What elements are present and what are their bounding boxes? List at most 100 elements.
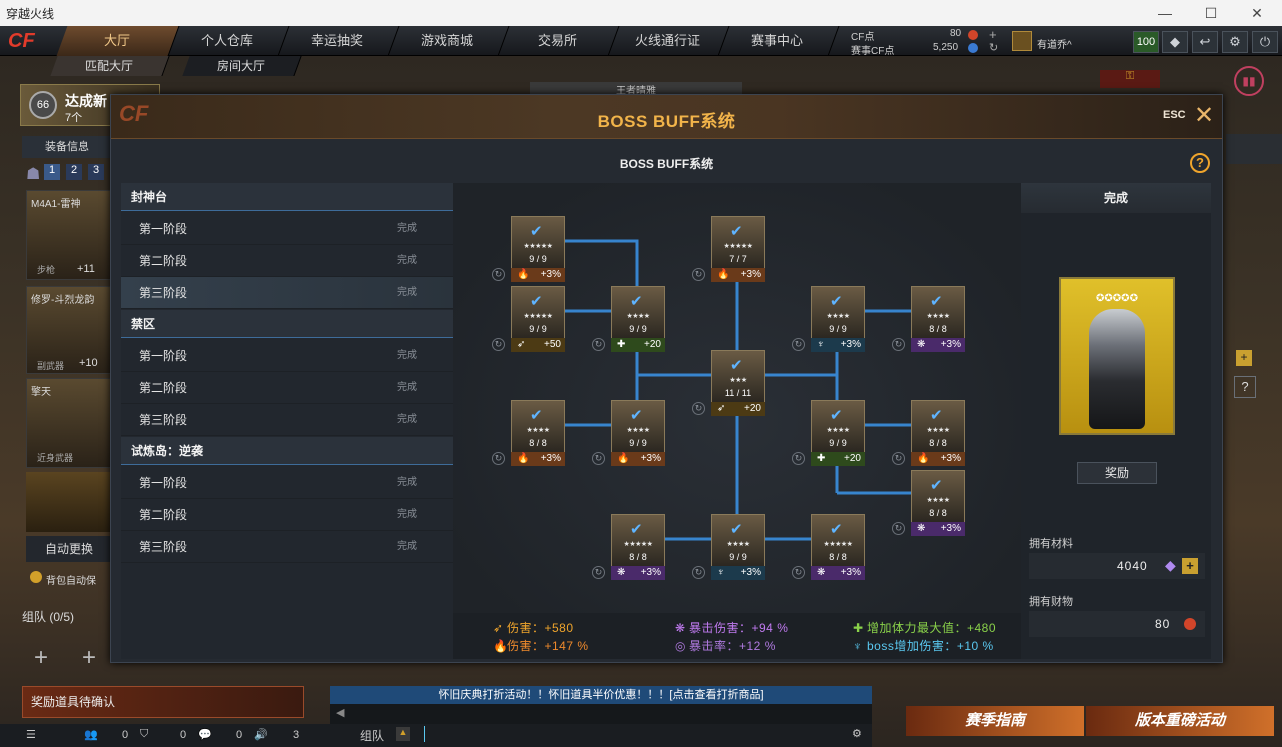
weapon-card[interactable]: 擎天 近身武器 — [26, 378, 112, 468]
key-icon[interactable]: ⚿ — [1100, 70, 1160, 88]
buff-node[interactable]: ✔★★★★9 / 9 — [611, 286, 665, 340]
buff-node[interactable]: ✔★★★★★8 / 8 — [811, 514, 865, 568]
window-close-button[interactable]: ✕ — [1251, 5, 1263, 21]
buff-node[interactable]: ✔★★★★9 / 9 — [611, 400, 665, 454]
add-member-button[interactable]: + — [34, 644, 49, 671]
tab-lottery[interactable]: 幸运抽奖 — [276, 26, 400, 56]
auto-replace-button[interactable]: 自动更换 — [26, 536, 112, 562]
reset-icon[interactable]: ↻ — [892, 338, 905, 351]
buff-node[interactable]: ✔★★★★8 / 8 — [911, 400, 965, 454]
username[interactable]: 有道乔^ — [1037, 40, 1072, 51]
buff-node[interactable]: ✔★★★★★9 / 9 — [511, 216, 565, 270]
reset-icon[interactable]: ↻ — [892, 452, 905, 465]
shield-icon[interactable]: ◆ — [1162, 31, 1188, 53]
tab-events[interactable]: 赛事中心 — [716, 26, 840, 56]
power-icon[interactable]: ⏻ — [1252, 31, 1278, 53]
loadout-slot-1[interactable]: 1 — [44, 164, 60, 180]
maximize-button[interactable]: ☐ — [1204, 5, 1218, 21]
channel-dropdown-icon[interactable]: ▲ — [396, 727, 410, 741]
add-materials-button[interactable]: + — [1182, 558, 1198, 574]
reset-icon[interactable]: ↻ — [492, 338, 505, 351]
backpack-toggle[interactable] — [30, 571, 42, 583]
tab-exchange[interactable]: 交易所 — [496, 26, 620, 56]
stage-item[interactable]: 第二阶段完成 — [121, 245, 453, 277]
stage-item[interactable]: 第三阶段完成 — [121, 404, 453, 436]
stage-item[interactable]: 第二阶段完成 — [121, 372, 453, 404]
shield-icon[interactable]: ⛉ — [140, 728, 149, 740]
avatar[interactable] — [1012, 31, 1032, 51]
back-icon[interactable]: ↩ — [1192, 31, 1218, 53]
reset-icon[interactable]: ↻ — [492, 268, 505, 281]
chat-icon[interactable]: 💬 — [198, 729, 212, 741]
stage-item[interactable]: 第一阶段完成 — [121, 213, 453, 245]
item-thumbnail[interactable] — [26, 472, 112, 532]
buff-node[interactable]: ✔★★★★9 / 9 — [811, 286, 865, 340]
add-side-button[interactable]: + — [1236, 350, 1252, 366]
help-side-button[interactable]: ? — [1234, 376, 1256, 398]
settings-icon[interactable]: ⚙ — [852, 728, 862, 740]
group-header[interactable]: 试炼岛：逆袭 — [121, 437, 453, 465]
tab-shop[interactable]: 游戏商城 — [386, 26, 510, 56]
speaker-icon[interactable]: 🔊 — [254, 729, 268, 741]
check-icon: ✔ — [530, 223, 543, 240]
add-member-button[interactable]: + — [82, 644, 97, 671]
buff-node[interactable]: ✔★★★★★7 / 7 — [711, 216, 765, 270]
season-guide-button[interactable]: 赛季指南 — [906, 706, 1084, 736]
side-panel-header — [1226, 134, 1282, 164]
tab-battlepass[interactable]: 火线通行证 — [606, 26, 730, 56]
close-icon[interactable]: ✕ — [1193, 102, 1215, 129]
weapon-card[interactable]: 修罗-斗烈龙韵 副武器 +10 — [26, 286, 112, 374]
stage-item[interactable]: 第一阶段完成 — [121, 340, 453, 372]
reset-icon[interactable]: ↻ — [592, 452, 605, 465]
list-icon[interactable]: ☰ — [26, 729, 36, 741]
loadout-slot-3[interactable]: 3 — [88, 164, 104, 180]
reward-button[interactable]: 奖励 — [1077, 462, 1157, 484]
stage-item[interactable]: 第二阶段完成 — [121, 499, 453, 531]
group-header[interactable]: 封神台 — [121, 183, 453, 211]
buff-node[interactable]: ✔★★★★9 / 9 — [811, 400, 865, 454]
group-header[interactable]: 禁区 — [121, 310, 453, 338]
people-icon[interactable]: 👥 — [84, 729, 98, 741]
buff-node[interactable]: ✔★★★★★9 / 9 — [511, 286, 565, 340]
weapon-card[interactable]: M4A1-雷神 步枪 +11 — [26, 190, 112, 280]
reset-icon[interactable]: ↻ — [492, 452, 505, 465]
reset-icon[interactable]: ↻ — [892, 522, 905, 535]
stats-icon[interactable]: ▮▮ — [1234, 66, 1264, 96]
buff-node[interactable]: ✔★★★★★8 / 8 — [611, 514, 665, 568]
add-cf-icon[interactable]: + — [989, 27, 997, 42]
bonus-value: +3% — [840, 339, 861, 350]
stage-item[interactable]: 第一阶段完成 — [121, 467, 453, 499]
helmet-icon[interactable]: ☗ — [26, 166, 41, 183]
reward-confirm-bar[interactable]: 奖励道具待确认 — [22, 686, 304, 718]
gear-icon[interactable]: ⚙ — [1222, 31, 1248, 53]
reset-icon[interactable]: ↻ — [692, 402, 705, 415]
reset-icon[interactable]: ↻ — [692, 268, 705, 281]
tab-lobby[interactable]: 大厅 — [56, 26, 180, 56]
reset-icon[interactable]: ↻ — [792, 452, 805, 465]
subtab-match-lobby[interactable]: 匹配大厅 — [50, 56, 170, 76]
buff-node[interactable]: ✔★★★★8 / 8 — [511, 400, 565, 454]
reset-icon[interactable]: ↻ — [792, 566, 805, 579]
reset-icon[interactable]: ↻ — [792, 338, 805, 351]
stage-item[interactable]: 第三阶段完成 — [121, 277, 453, 309]
buff-node[interactable]: ✔★★★★8 / 8 — [911, 470, 965, 524]
tab-warehouse[interactable]: 个人仓库 — [166, 26, 290, 56]
buff-node[interactable]: ✔★★★11 / 11 — [711, 350, 765, 404]
subtab-room-lobby[interactable]: 房间大厅 — [182, 56, 302, 76]
refresh-icon[interactable]: ↻ — [989, 42, 999, 54]
check-icon: ✔ — [730, 521, 743, 538]
buff-node[interactable]: ✔★★★★8 / 8 — [911, 286, 965, 340]
chat-channel[interactable]: 组队 — [360, 729, 385, 743]
reset-icon[interactable]: ↻ — [692, 566, 705, 579]
minimize-button[interactable]: — — [1158, 5, 1172, 21]
news-ticker[interactable]: 怀旧庆典打折活动！！怀旧道具半价优惠！！！[点击查看打折商品] — [330, 686, 872, 704]
stage-item[interactable]: 第三阶段完成 — [121, 531, 453, 563]
reset-icon[interactable]: ↻ — [592, 566, 605, 579]
buff-node[interactable]: ✔★★★★9 / 9 — [711, 514, 765, 568]
chat-input[interactable] — [424, 726, 844, 742]
reset-icon[interactable]: ↻ — [592, 338, 605, 351]
loadout-slot-2[interactable]: 2 — [66, 164, 82, 180]
mute-icon[interactable]: ◀ — [336, 707, 345, 719]
version-event-button[interactable]: 版本重磅活动 — [1086, 706, 1274, 736]
help-icon[interactable]: ? — [1190, 153, 1210, 173]
